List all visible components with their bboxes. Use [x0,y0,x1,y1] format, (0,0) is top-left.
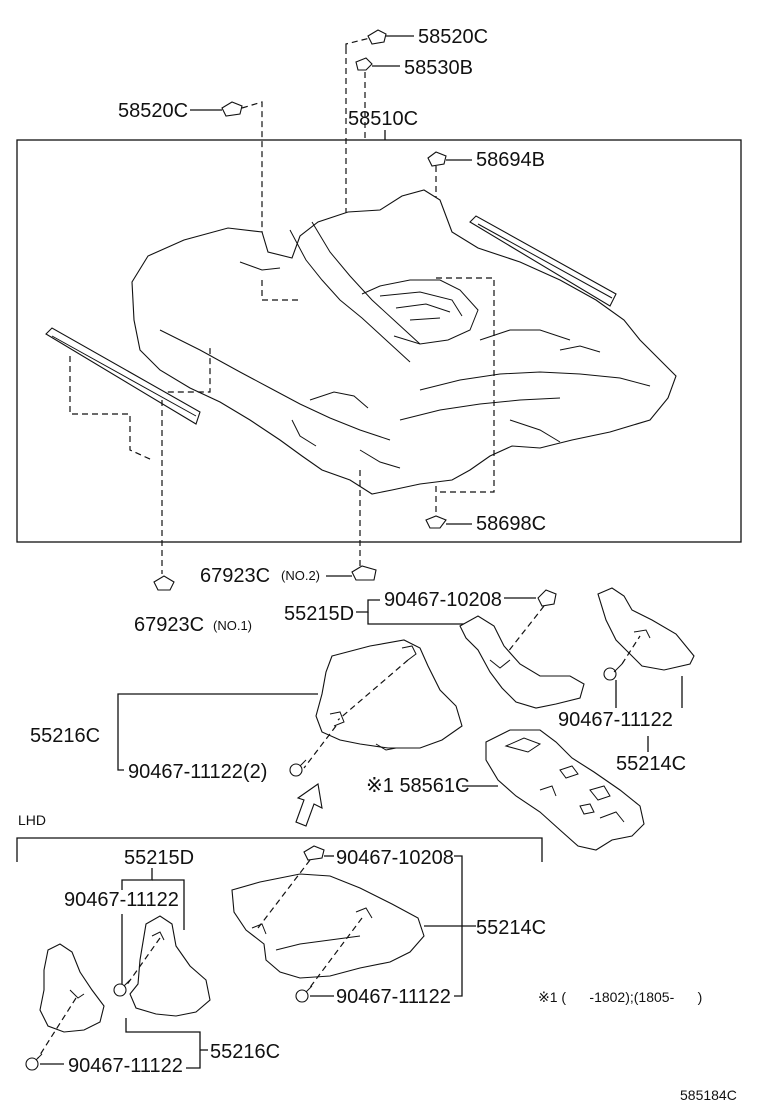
lhd-frame [16,837,543,862]
label-67923c-no1-note: (NO.1) [213,618,252,633]
insulator-58561c [485,729,645,851]
label-58520c-top: 58520C [418,26,488,48]
label-55216c-lower: 55216C [210,1041,280,1063]
clip-58694b [427,151,472,167]
insulator-55214c-upper [597,587,695,671]
insulator-55215d-lower [129,915,211,1017]
clip-67923c-no2 [351,565,377,581]
label-58510c: 58510C [348,108,418,130]
label-58530b: 58530B [404,57,473,79]
insulator-55216c-upper [315,639,463,751]
label-55215d-lower: 55215D [124,847,194,869]
label-55214c-upper: 55214C [616,753,686,775]
label-55215d-upper: 55215D [284,603,354,625]
diagram-code: 585184C [680,1087,737,1103]
label-90467-10208-lower: 90467-10208 [336,847,454,869]
floor-carpet-58510c [131,189,677,495]
bolt-lower-b [295,985,313,1003]
label-90467-11122-lower-b: 90467-11122 [336,986,451,1008]
label-67923c-no2-note: (NO.2) [281,568,320,583]
bolt-upper-left [289,759,307,777]
clip-67923c-no1 [153,575,175,591]
clip-58698c [425,515,472,529]
main-frame [16,139,742,543]
label-67923c-no1: 67923C [134,614,204,636]
label-55216c-upper: 55216C [30,725,100,747]
label-58694b: 58694B [476,149,545,171]
clip-90467-10208-upper [537,589,557,607]
label-58561c: ※1 58561C [366,775,470,797]
label-90467-11122-lower-c: 90467-11122 [68,1055,183,1077]
label-90467-11122-2: 90467-11122(2) [128,761,267,783]
footnote-text: ※1 ( -1802);(1805- ) [538,989,702,1005]
insulator-55216c-lower [39,943,105,1033]
clip-58520c-top [367,29,414,45]
label-90467-11122-lower-a: 90467-11122 [64,889,179,911]
bolt-lower-c [25,1053,43,1071]
label-55214c-lower: 55214C [476,917,546,939]
scuff-plate-right [469,215,617,307]
insulator-55214c-lower [231,873,425,979]
label-58698c: 58698C [476,513,546,535]
insulator-55215d-upper [459,615,585,709]
label-90467-11122-upper-right: 90467-11122 [558,709,673,731]
label-67923c-no2: 67923C [200,565,270,587]
label-58520c-left: 58520C [118,100,188,122]
label-90467-10208-upper: 90467-10208 [384,589,502,611]
clip-58530b [355,57,400,71]
clip-58520c-left [190,101,243,117]
bolt-upper-right [603,663,623,681]
clip-90467-10208-lower [303,845,325,861]
label-lhd: LHD [18,812,46,828]
direction-arrow [295,783,323,827]
bolt-lower-a [113,979,131,997]
